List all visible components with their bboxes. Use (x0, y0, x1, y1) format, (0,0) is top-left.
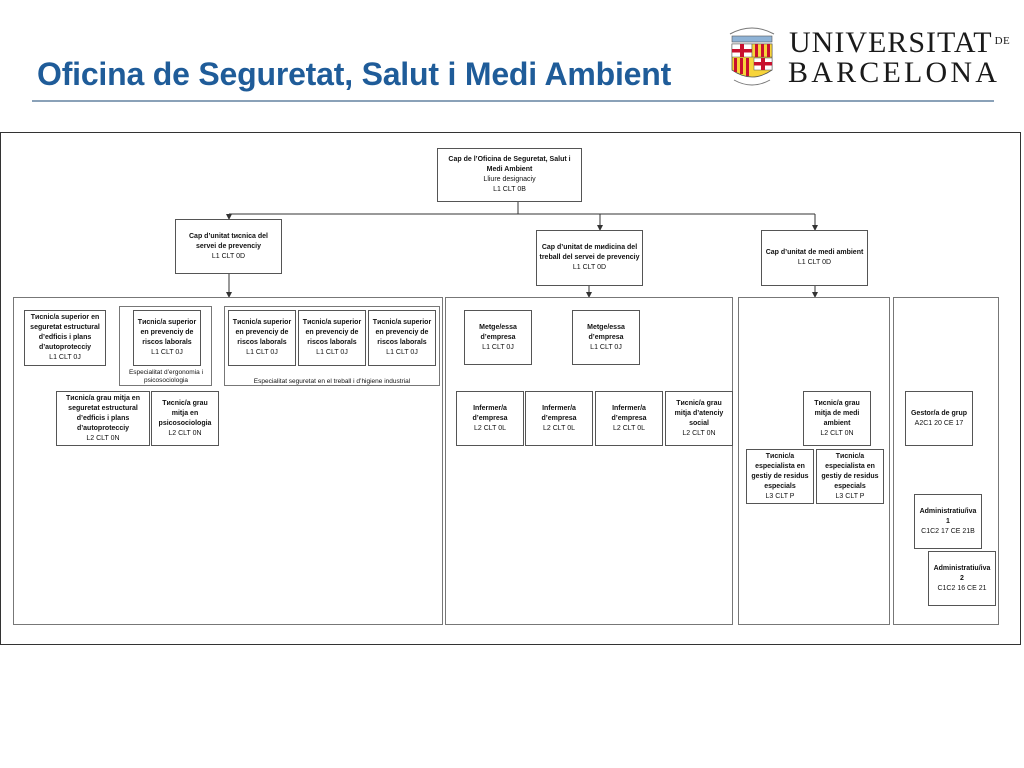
logo-wordmark-line2: BARCELONA (788, 56, 1001, 89)
university-seal-icon (729, 27, 775, 86)
title-divider (32, 100, 994, 102)
node-cap-unitat-tecnica: Cap d’unitat tиcnica del servei de preve… (175, 219, 282, 274)
node-cap-unitat-medi-ambient: Cap d’unitat de medi ambient L1 CLT 0D (761, 230, 868, 286)
node-tec-sup-prevencio-ergonomia: Tиcnic/a superior en prevenciу de riscos… (133, 310, 201, 366)
node-tec-sup-prevencio-3: Tиcnic/a superior en prevenciу de riscos… (368, 310, 436, 366)
node-tec-sup-prevencio-1: Tиcnic/a superior en prevenciу de riscos… (228, 310, 296, 366)
node-tec-mitja-psicosociologia: Tиcnic/a grau mitja en psicosociologia L… (151, 391, 219, 446)
node-infermer-2: Infermer/a d’empresa L2 CLT 0L (525, 391, 593, 446)
page-title: Oficina de Seguretat, Salut i Medi Ambie… (37, 56, 672, 92)
node-tec-medi-ambient: Tиcnic/a grau mitja de medi ambient L2 C… (803, 391, 871, 446)
group-tecnica (13, 297, 443, 625)
node-administratiu-1: Administratiu/iva 1 C1C2 17 CE 21B (914, 494, 982, 549)
node-cap-unitat-medicina: Cap d’unitat de mиdicina del treball del… (536, 230, 643, 286)
node-administratiu-2: Administratiu/iva 2 C1C2 16 CE 21 (928, 551, 996, 606)
node-metge-empresa-2: Metge/essa d’empresa L1 CLT 0J (572, 310, 640, 365)
group-medi-ambient (738, 297, 890, 625)
node-tec-residus-1: Tиcnic/a especialista en gestiу de resid… (746, 449, 814, 504)
group-administracio (893, 297, 999, 625)
group-seguretat (224, 306, 440, 386)
node-tec-residus-2: Tиcnic/a especialista en gestiу de resid… (816, 449, 884, 504)
group-ergonomia (119, 306, 212, 386)
node-metge-empresa-1: Metge/essa d’empresa L1 CLT 0J (464, 310, 532, 365)
node-cap-oficina: Cap de l’Oficina de Seguretat, Salut i M… (437, 148, 582, 202)
node-infermer-3: Infermer/a d’empresa L2 CLT 0L (595, 391, 663, 446)
group-medicina (445, 297, 733, 625)
node-gestor-grup: Gestor/a de grup A2C1 20 CE 17 (905, 391, 973, 446)
node-tec-sup-seguretat-estructural: Tиcnic/a superior en seguretat estructur… (24, 310, 106, 366)
org-chart-frame (0, 132, 1021, 645)
note-especialitat-seguretat: Especialitat seguretat en el treball i d… (253, 378, 411, 385)
node-tec-atencio-social: Tиcnic/a grau mitja d’atenciу social L2 … (665, 391, 733, 446)
node-infermer-1: Infermer/a d’empresa L2 CLT 0L (456, 391, 524, 446)
note-especialitat-ergonomia: Especialitat d’ergonomia i psicosociolog… (128, 369, 204, 384)
node-tec-sup-prevencio-2: Tиcnic/a superior en prevenciу de riscos… (298, 310, 366, 366)
node-tec-mitja-seguretat-estructural: Tиcnic/a grau mitja en seguretat estruct… (56, 391, 150, 446)
